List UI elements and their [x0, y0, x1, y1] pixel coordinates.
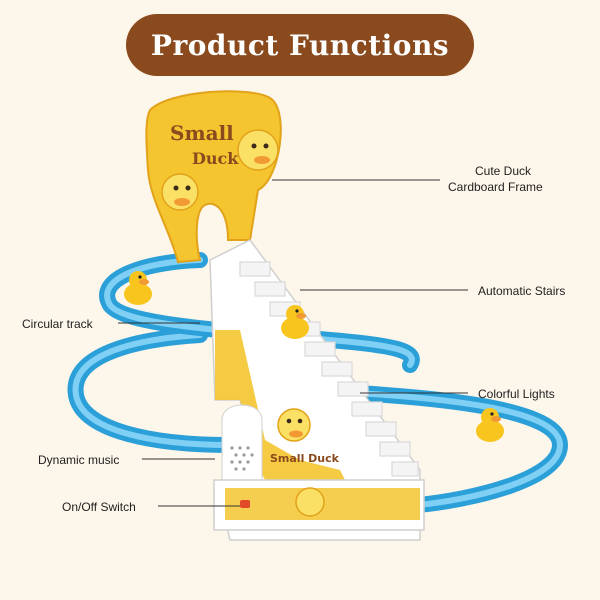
title-banner: Product Functions [126, 14, 474, 76]
banner-title: Product Functions [150, 28, 450, 62]
frame-title-line2: Duck [192, 149, 239, 168]
on-off-switch[interactable] [240, 500, 250, 508]
stair-tower: Small Duck [209, 239, 425, 541]
leader-lines [118, 179, 468, 507]
callout-colorful-lights: Colorful Lights [478, 387, 555, 401]
callout-on-off-switch: On/Off Switch [62, 500, 136, 514]
callout-frame-line1: Cute Duck [475, 164, 532, 178]
callout-cardboard-frame: Cute Duck Cardboard Frame [448, 163, 543, 195]
duck-icon [124, 271, 152, 305]
callout-automatic-stairs: Automatic Stairs [478, 284, 566, 298]
duck-toys [124, 271, 504, 442]
circular-track [67, 252, 569, 513]
duck-icon [476, 408, 504, 442]
callout-frame-line2: Cardboard Frame [448, 180, 543, 194]
callout-circular-track: Circular track [22, 317, 93, 331]
frame-title-line1: Small [170, 121, 234, 145]
duck-icon [281, 305, 309, 339]
stair-sign-text: Small Duck [270, 452, 340, 465]
callout-dynamic-music: Dynamic music [38, 453, 120, 467]
duck-cardboard-frame: Small Duck [145, 90, 282, 264]
speaker-grille [230, 446, 254, 471]
